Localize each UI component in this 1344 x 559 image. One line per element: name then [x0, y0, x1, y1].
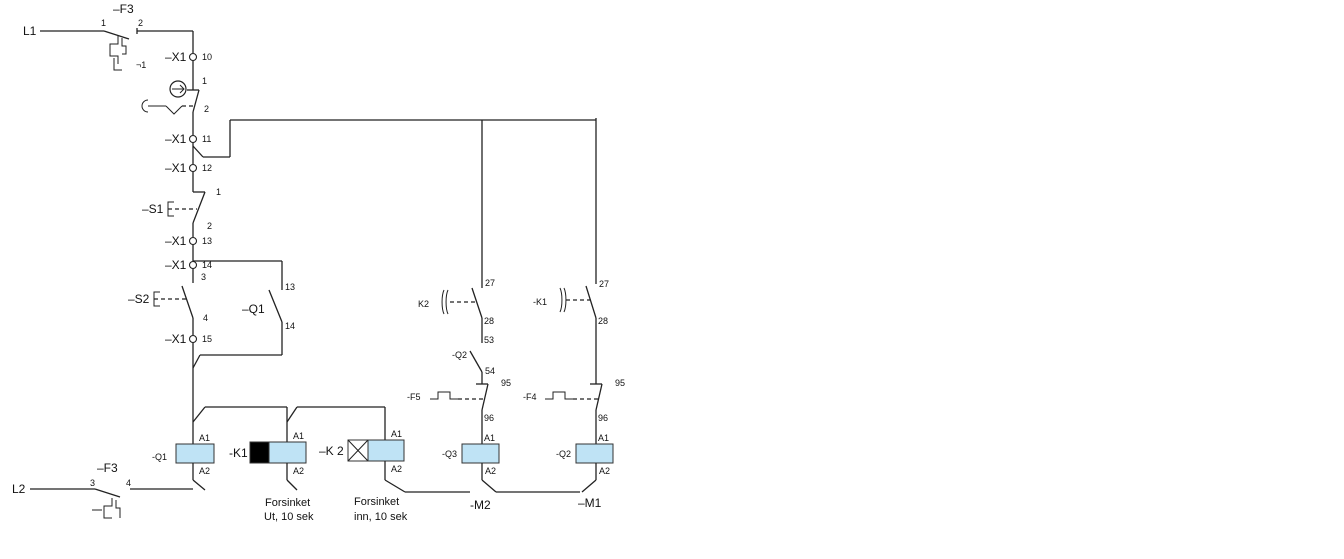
- coil-k2-a2: A2: [391, 464, 402, 474]
- top-branch-line: [192, 118, 597, 158]
- motor-m2-label: -M2: [470, 498, 491, 512]
- q2-terminal-53: 53: [484, 335, 494, 345]
- q1-terminal-13: 13: [285, 282, 295, 292]
- f4-terminal-95: 95: [615, 378, 625, 388]
- f3-top-breaker: –F3 1 2 ¬1: [101, 2, 193, 71]
- k2-terminal-27: 27: [485, 278, 495, 288]
- f3-top-terminal-2: 2: [138, 18, 143, 28]
- branch-q3: K2 27 28 53 -Q2 54 95 -F5 96 -Q3 A1 A2: [407, 120, 511, 476]
- x1-14-tag: –X1: [165, 258, 187, 272]
- x1-terminal-12: –X1 12: [165, 161, 212, 175]
- estop-terminal-2: 2: [204, 104, 209, 114]
- q1-hold-contact: –Q1 13 14: [192, 260, 295, 369]
- f3-bottom-breaker: –F3 3 4: [90, 461, 131, 519]
- s2-start-button: –S2 3 4: [128, 272, 208, 323]
- x1-terminal-13: –X1 13: [165, 234, 212, 248]
- s1-tag: –S1: [142, 202, 164, 216]
- rotate-arrow-icon: [169, 80, 187, 98]
- k1-terminal-27: 27: [599, 279, 609, 289]
- coil-q1-a2: A2: [199, 466, 210, 476]
- s1-terminal-1: 1: [216, 187, 221, 197]
- emergency-stop-switch: 1 2: [141, 76, 209, 115]
- k1-contact-tag: -K1: [533, 297, 547, 307]
- coil-q3-a2: A2: [485, 466, 496, 476]
- f4-tag: -F4: [523, 392, 537, 402]
- f5-terminal-95: 95: [501, 378, 511, 388]
- coil-q1-a1: A1: [199, 433, 210, 443]
- k2-terminal-28: 28: [484, 316, 494, 326]
- coil-feed-rails: [192, 365, 386, 444]
- estop-terminal-1: 1: [202, 76, 207, 86]
- x1-13-tag: –X1: [165, 234, 187, 248]
- coil-k1-a2: A2: [293, 466, 304, 476]
- x1-12-number: 12: [202, 163, 212, 173]
- coil-k1: -K1 A1 A2 Forsinket Ut, 10 sek: [229, 431, 314, 523]
- x1-11-number: 11: [202, 134, 211, 144]
- f3-top-note: ¬1: [136, 60, 146, 70]
- s1-terminal-2: 2: [207, 221, 212, 231]
- x1-10-number: 10: [202, 52, 212, 62]
- x1-11-tag: –X1: [165, 132, 187, 146]
- coil-q3-tag: -Q3: [442, 449, 457, 459]
- x1-15-number: 15: [202, 334, 212, 344]
- f3-top-terminal-1: 1: [101, 18, 106, 28]
- f3-bottom-terminal-4: 4: [126, 478, 131, 488]
- k2-note-line2: inn, 10 sek: [354, 511, 408, 523]
- q1-contact-tag: –Q1: [242, 302, 265, 316]
- k2-note-line1: Forsinket: [354, 496, 399, 508]
- branch-q2: -K1 27 28 95 -F4 96 -Q2 A1 A2: [523, 126, 625, 476]
- s2-terminal-3: 3: [201, 272, 206, 282]
- coil-k2-a1: A1: [391, 429, 402, 439]
- s2-tag: –S2: [128, 292, 150, 306]
- motor-m1-label: –M1: [578, 496, 602, 510]
- coil-q1-tag: -Q1: [152, 452, 167, 462]
- x1-terminal-10: –X1 10: [165, 50, 212, 64]
- coil-k2-tag: –K 2: [319, 444, 344, 458]
- q2-terminal-54: 54: [485, 366, 495, 376]
- f3-bottom-tag: –F3: [97, 461, 118, 475]
- x1-15-tag: –X1: [165, 332, 187, 346]
- x1-14-number: 14: [202, 260, 212, 270]
- coil-q3-a1: A1: [484, 433, 495, 443]
- x1-terminal-14: –X1 14: [165, 258, 212, 272]
- f3-bottom-terminal-3: 3: [90, 478, 95, 488]
- coil-q2-a2: A2: [599, 466, 610, 476]
- k2-contact-tag: K2: [418, 299, 429, 309]
- coil-k1-tag: -K1: [229, 446, 248, 460]
- f5-tag: -F5: [407, 392, 421, 402]
- s1-stop-button: –S1 1 2: [142, 187, 221, 231]
- l1-supply: L1: [23, 24, 104, 38]
- q1-terminal-14: 14: [285, 321, 295, 331]
- x1-terminal-15: –X1 15: [165, 332, 212, 346]
- coil-k1-a1: A1: [293, 431, 304, 441]
- k1-terminal-28: 28: [598, 316, 608, 326]
- coil-q2-tag: -Q2: [556, 449, 571, 459]
- coil-q1: -Q1 A1 A2: [152, 433, 215, 476]
- x1-10-tag: –X1: [165, 50, 187, 64]
- f3-top-tag: –F3: [113, 2, 134, 16]
- x1-13-number: 13: [202, 236, 212, 246]
- l1-label: L1: [23, 24, 37, 38]
- coil-k2: –K 2 A1 A2 Forsinket inn, 10 sek: [319, 429, 408, 523]
- l2-label: L2: [12, 482, 26, 496]
- coil-q2-a1: A1: [598, 433, 609, 443]
- k1-note-line1: Forsinket: [265, 497, 310, 509]
- x1-terminal-11: –X1 11: [165, 132, 211, 146]
- f5-terminal-96: 96: [484, 413, 494, 423]
- f4-terminal-96: 96: [598, 413, 608, 423]
- x1-12-tag: –X1: [165, 161, 187, 175]
- q2-contact-tag: -Q2: [452, 350, 467, 360]
- l2-return: L2: [12, 461, 597, 498]
- k1-note-line2: Ut, 10 sek: [264, 511, 314, 523]
- s2-terminal-4: 4: [203, 313, 208, 323]
